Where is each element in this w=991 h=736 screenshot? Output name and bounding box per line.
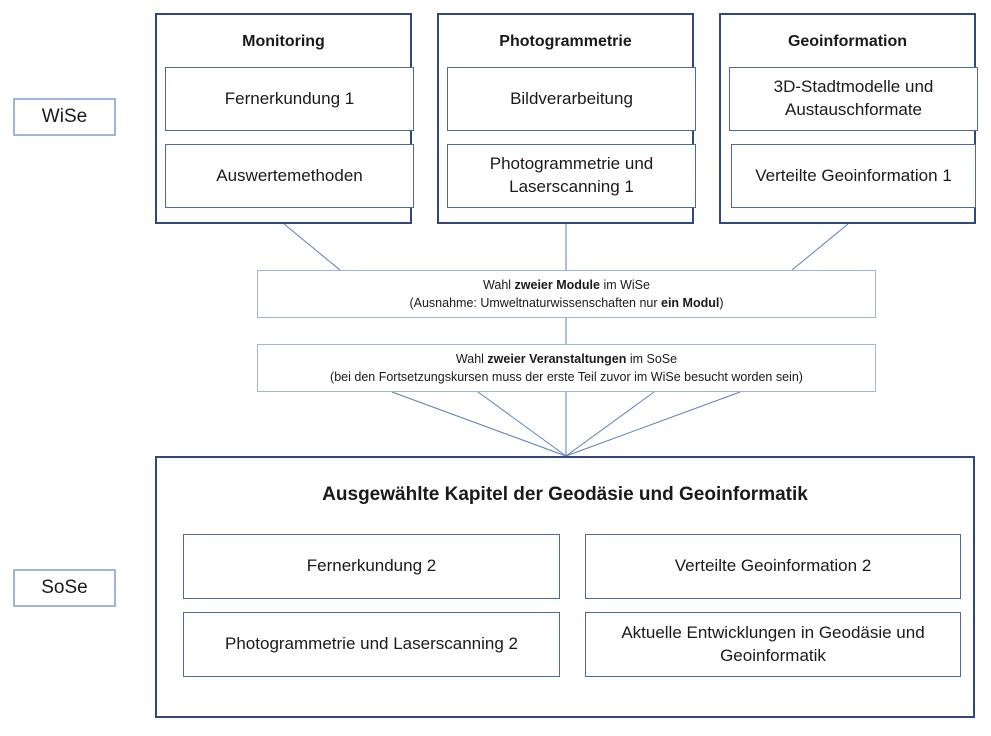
rule-box-summer: Wahl zweier Veranstaltungen im SoSe (bei… (257, 344, 876, 392)
course-aktuelle-entwicklungen: Aktuelle Entwicklungen in Geodäsie und G… (585, 612, 961, 677)
chapter-title: Ausgewählte Kapitel der Geodäsie und Geo… (322, 484, 808, 505)
connector-geoinformation (791, 223, 849, 271)
module-monitoring: Monitoring Fernerkundung 1 Auswertemetho… (155, 13, 414, 224)
rule-emphasis: ein Modul (661, 296, 720, 310)
semester-label-winter: WiSe (13, 98, 116, 136)
rule-text: im SoSe (626, 351, 678, 366)
rule-text: Wahl (483, 277, 515, 292)
rule-text: ) (719, 296, 724, 310)
rule-text: Wahl (455, 351, 488, 366)
connector-fan-5 (565, 391, 741, 457)
course-verteilte-geoinformation-2: Verteilte Geoinformation 2 (585, 534, 961, 599)
rule-emphasis: zweier Veranstaltungen (487, 351, 627, 366)
connector-fan-1 (391, 391, 567, 457)
course-photogrammetrie-laserscanning-1: Photogrammetrie und Laserscanning 1 (447, 144, 696, 208)
rule-text: (Ausnahme: Umweltnaturwissenschaften nur (409, 296, 661, 310)
course-bildverarbeitung: Bildverarbeitung (447, 67, 696, 131)
module-title: Geoinformation (787, 33, 908, 50)
chapter-box: Ausgewählte Kapitel der Geodäsie und Geo… (155, 456, 975, 718)
module-title: Monitoring (242, 33, 325, 50)
rule-summer-line-1: Wahl zweier Veranstaltungen im SoSe (456, 350, 677, 368)
semester-label-summer: SoSe (13, 569, 116, 607)
module-geoinformation: Geoinformation 3D-Stadtmodelle und Austa… (719, 13, 978, 224)
module-title: Photogrammetrie (499, 33, 632, 50)
rule-winter-line-2: (Ausnahme: Umweltnaturwissenschaften nur… (409, 294, 723, 312)
module-photogrammetrie: Photogrammetrie Bildverarbeitung Photogr… (437, 13, 696, 224)
course-auswertemethoden: Auswertemethoden (165, 144, 414, 208)
rule-emphasis: zweier Module (514, 277, 600, 292)
rule-winter-line-1: Wahl zweier Module im WiSe (483, 276, 650, 294)
rule-summer-line-2: (bei den Fortsetzungskursen muss der ers… (330, 370, 803, 384)
course-photogrammetrie-laserscanning-2: Photogrammetrie und Laserscanning 2 (183, 612, 560, 677)
course-fernerkundung-1: Fernerkundung 1 (165, 67, 414, 131)
course-fernerkundung-2: Fernerkundung 2 (183, 534, 560, 599)
connector-monitoring (283, 223, 341, 271)
rule-text: im WiSe (599, 277, 650, 292)
connector-fan-2 (477, 391, 567, 457)
course-verteilte-geoinformation-1: Verteilte Geoinformation 1 (731, 144, 976, 208)
connector-fan-4 (565, 391, 655, 457)
course-3d-stadtmodelle: 3D-Stadtmodelle und Austauschformate (729, 67, 978, 131)
rule-box-winter: Wahl zweier Module im WiSe (Ausnahme: Um… (257, 270, 876, 318)
